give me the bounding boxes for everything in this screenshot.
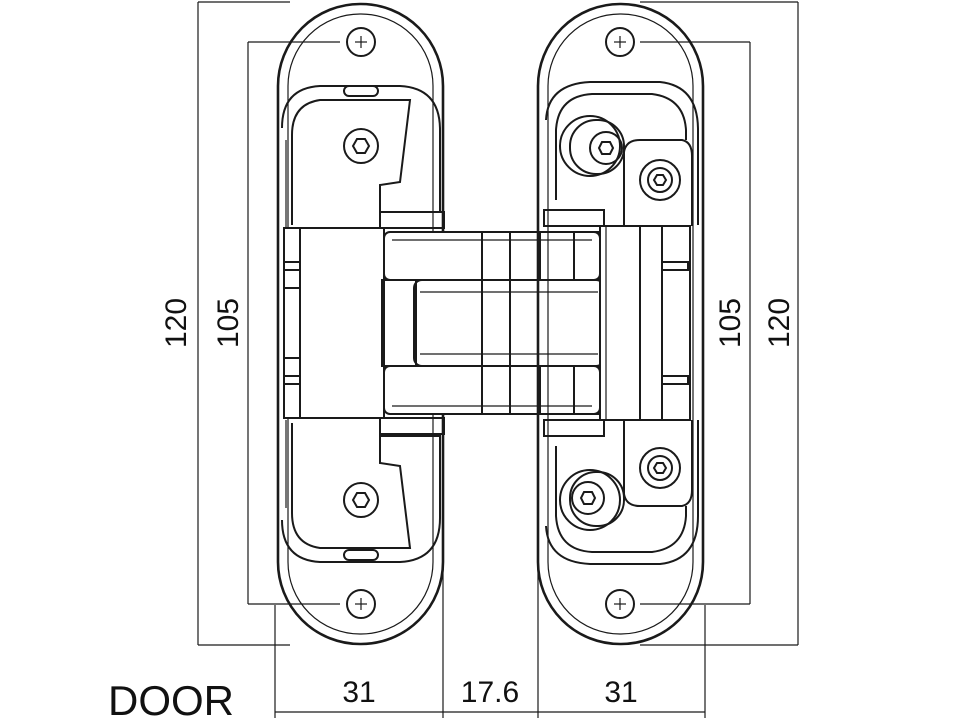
dim-gap-width: 17.6 <box>461 676 519 709</box>
right-hinge-plate <box>536 2 705 646</box>
door-label: DOOR <box>108 677 234 720</box>
hex-socket-screw-icon <box>559 115 625 177</box>
central-linkage <box>381 231 605 415</box>
mounting-hole-icon <box>346 589 376 619</box>
dim-right-overall-height: 120 <box>763 298 796 348</box>
dim-left-hole-spacing: 105 <box>212 298 245 348</box>
hex-socket-screw-icon <box>343 482 379 518</box>
dim-right-hole-spacing: 105 <box>714 298 747 348</box>
mounting-hole-icon <box>346 27 376 57</box>
mounting-hole-icon <box>605 27 635 57</box>
dim-left-overall-height: 120 <box>160 298 193 348</box>
hex-socket-screw-icon <box>639 159 681 201</box>
hex-socket-screw-icon <box>639 447 681 489</box>
dim-left-width: 31 <box>342 676 375 709</box>
hex-socket-screw-icon <box>343 128 379 164</box>
mounting-hole-icon <box>605 589 635 619</box>
hex-socket-screw-icon <box>559 469 625 531</box>
left-body-block <box>283 211 445 435</box>
dim-right-width: 31 <box>604 676 637 709</box>
